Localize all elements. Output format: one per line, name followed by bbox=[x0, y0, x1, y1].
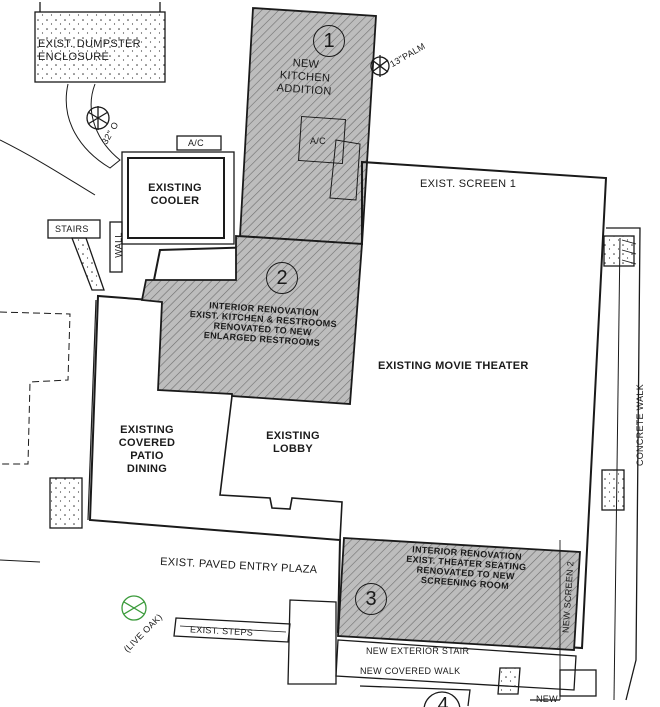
landscape-path bbox=[65, 83, 121, 169]
cooler-label: EXISTING COOLER bbox=[148, 182, 202, 207]
wall-label: WALL bbox=[113, 232, 124, 258]
cooler-box bbox=[127, 157, 225, 239]
ac-pad-label: A/C bbox=[188, 138, 204, 148]
phase-4-circle bbox=[423, 691, 461, 707]
dumpster-enclosure bbox=[34, 11, 166, 83]
palm-tree-icon bbox=[370, 55, 390, 77]
screening-room-renovation-area bbox=[337, 537, 581, 651]
ac-pad bbox=[176, 135, 222, 151]
lobby-label: EXISTING LOBBY bbox=[266, 430, 320, 455]
stair-wall bbox=[71, 237, 105, 291]
dumpster-label: EXIST. DUMPSTER ENCLOSURE bbox=[38, 38, 141, 63]
live-oak-tree-icon bbox=[121, 595, 147, 621]
kitchen-addition-label: NEW KITCHEN ADDITION bbox=[276, 57, 332, 98]
concrete-walk bbox=[606, 227, 641, 701]
main-building bbox=[88, 160, 608, 650]
screen1-label: EXIST. SCREEN 1 bbox=[420, 178, 517, 190]
oak-tree-icon bbox=[86, 106, 110, 130]
entry-steps bbox=[173, 617, 291, 643]
stairs-label: STAIRS bbox=[55, 224, 89, 234]
phase-1-marker: 1 bbox=[313, 25, 345, 57]
new-bottom-label: NEW bbox=[536, 694, 558, 704]
movie-theater-label: EXISTING MOVIE THEATER bbox=[378, 360, 529, 372]
patio-label: EXISTING COVERED PATIO DINING bbox=[118, 424, 176, 475]
kitchen-addition-area bbox=[239, 7, 377, 245]
phase-2-marker: 2 bbox=[266, 262, 298, 294]
phase-3-marker: 3 bbox=[355, 583, 387, 615]
cooler-outer bbox=[121, 151, 235, 245]
covered-walk-label: NEW COVERED WALK bbox=[360, 666, 461, 676]
exterior-stair-label: NEW EXTERIOR STAIR bbox=[366, 646, 470, 656]
ac-unit-label: A/C bbox=[310, 136, 326, 146]
restroom-renovation-area bbox=[140, 235, 363, 405]
phase-4-marker: 4 bbox=[437, 694, 449, 707]
concrete-walk-label: CONCRETE WALK bbox=[635, 383, 645, 467]
